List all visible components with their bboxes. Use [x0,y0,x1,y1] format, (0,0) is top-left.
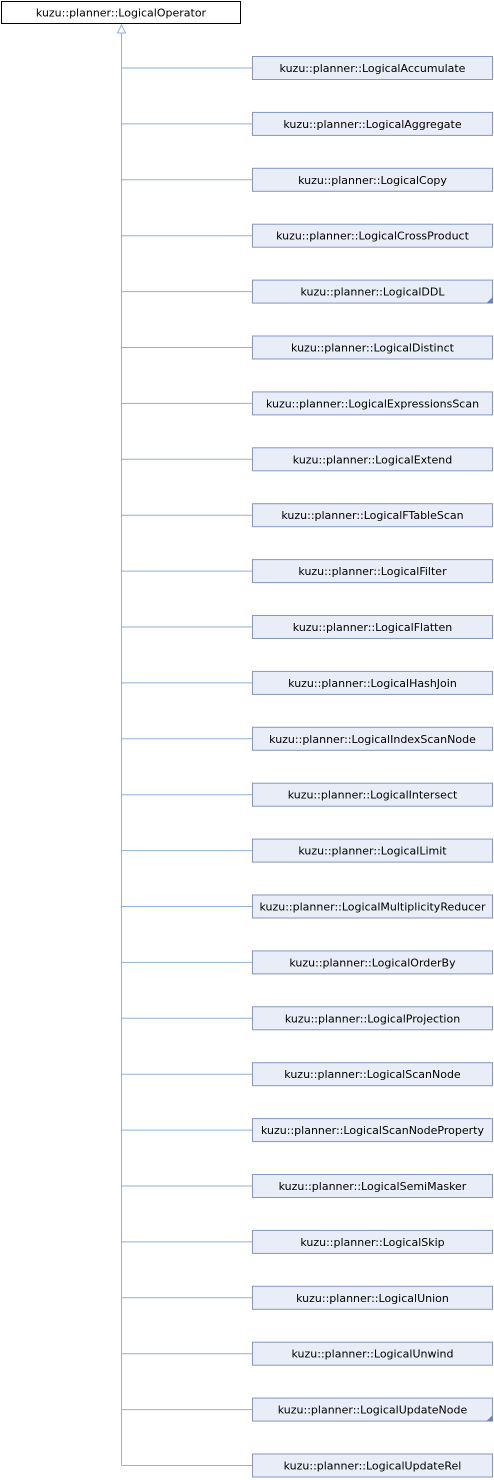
derived-class-label: kuzu::planner::LogicalUnwind [292,1348,454,1361]
derived-class-label: kuzu::planner::LogicalProjection [285,1012,460,1025]
derived-class-box [252,335,493,360]
derived-class-box [252,670,493,695]
derived-class-label: kuzu::planner::LogicalScanNodeProperty [261,1124,484,1137]
derived-class-label: kuzu::planner::LogicalMultiplicityReduce… [259,901,486,914]
derived-class-node[interactable]: kuzu::planner::LogicalHashJoin [252,670,493,695]
derived-class-node[interactable]: kuzu::planner::LogicalFilter [252,559,493,584]
derived-class-label: kuzu::planner::LogicalFTableScan [281,509,463,522]
truncated-hierarchy-marker-icon [486,297,493,304]
root-class-label: kuzu::planner::LogicalOperator [36,7,207,20]
derived-class-box [252,1118,493,1143]
derived-class-node[interactable]: kuzu::planner::LogicalMultiplicityReduce… [252,894,493,919]
derived-class-node[interactable]: kuzu::planner::LogicalCopy [252,167,493,192]
derived-class-box [252,894,493,919]
derived-class-label: kuzu::planner::LogicalLimit [298,845,447,858]
derived-class-box [252,279,493,304]
derived-class-node[interactable]: kuzu::planner::LogicalUnwind [252,1341,493,1366]
derived-class-label: kuzu::planner::LogicalOrderBy [289,956,456,969]
derived-class-node[interactable]: kuzu::planner::LogicalScanNode [252,1062,493,1087]
derived-class-label: kuzu::planner::LogicalExtend [293,453,452,466]
derived-class-label: kuzu::planner::LogicalUpdateNode [278,1404,468,1417]
derived-class-box [252,447,493,472]
derived-class-node[interactable]: kuzu::planner::LogicalScanNodeProperty [252,1118,493,1143]
derived-class-node[interactable]: kuzu::planner::LogicalFlatten [252,615,493,639]
derived-class-node[interactable]: kuzu::planner::LogicalDDL [252,279,493,304]
derived-class-label: kuzu::planner::LogicalAggregate [283,118,462,131]
inheritance-edges [116,23,253,1466]
derived-class-box [252,167,493,192]
derived-class-node[interactable]: kuzu::planner::LogicalFTableScan [252,503,493,528]
derived-class-node[interactable]: kuzu::planner::LogicalLimit [252,838,493,863]
root-class-node[interactable]: kuzu::planner::LogicalOperator [1,1,241,24]
derived-class-node[interactable]: kuzu::planner::LogicalExpressionsScan [252,391,493,416]
derived-class-node[interactable]: kuzu::planner::LogicalExtend [252,447,493,472]
derived-class-box [252,1229,493,1254]
derived-class-node[interactable]: kuzu::planner::LogicalIndexScanNode [252,726,493,751]
derived-class-label: kuzu::planner::LogicalUnion [296,1292,449,1305]
derived-class-box [252,1397,493,1422]
derived-class-box [252,1453,493,1478]
derived-class-node[interactable]: kuzu::planner::LogicalSkip [252,1229,493,1254]
derived-class-box [252,223,493,248]
derived-class-box [252,782,493,807]
inheritance-arrowhead-icon [116,23,127,34]
derived-class-label: kuzu::planner::LogicalScanNode [284,1068,461,1081]
derived-class-box [252,391,493,416]
derived-class-label: kuzu::planner::LogicalIntersect [288,789,458,802]
derived-class-label: kuzu::planner::LogicalExpressionsScan [266,397,479,410]
derived-class-label: kuzu::planner::LogicalFlatten [293,621,452,634]
derived-class-node[interactable]: kuzu::planner::LogicalUpdateNode [252,1397,493,1422]
derived-class-node[interactable]: kuzu::planner::LogicalIntersect [252,782,493,807]
derived-class-box [252,838,493,863]
derived-class-node[interactable]: kuzu::planner::LogicalUnion [252,1285,493,1310]
derived-class-box [252,1062,493,1087]
derived-class-box [252,1285,493,1310]
derived-class-node[interactable]: kuzu::planner::LogicalProjection [252,1006,493,1031]
derived-class-box [252,726,493,751]
derived-class-box [252,559,493,584]
derived-class-label: kuzu::planner::LogicalCopy [298,174,447,187]
derived-class-label: kuzu::planner::LogicalAccumulate [280,62,466,75]
truncated-hierarchy-marker-icon [486,1415,493,1422]
derived-class-node[interactable]: kuzu::planner::LogicalSemiMasker [252,1174,493,1198]
derived-class-label: kuzu::planner::LogicalIndexScanNode [269,733,476,746]
derived-class-box [252,615,493,639]
derived-class-node[interactable]: kuzu::planner::LogicalAccumulate [252,56,493,80]
derived-class-label: kuzu::planner::LogicalDistinct [291,342,455,355]
derived-class-box [252,1174,493,1198]
derived-class-node[interactable]: kuzu::planner::LogicalUpdateRel [252,1453,493,1478]
root-class-box [1,1,241,24]
derived-class-label: kuzu::planner::LogicalUpdateRel [284,1460,462,1473]
derived-class-nodes: kuzu::planner::LogicalAccumulatekuzu::pl… [252,56,493,1478]
derived-class-label: kuzu::planner::LogicalSkip [300,1236,444,1249]
derived-class-label: kuzu::planner::LogicalDDL [300,286,445,299]
derived-class-box [252,56,493,80]
derived-class-label: kuzu::planner::LogicalCrossProduct [276,230,470,243]
derived-class-node[interactable]: kuzu::planner::LogicalDistinct [252,335,493,360]
derived-class-box [252,950,493,975]
derived-class-label: kuzu::planner::LogicalFilter [298,565,447,578]
derived-class-box [252,1006,493,1031]
derived-class-node[interactable]: kuzu::planner::LogicalAggregate [252,111,493,136]
derived-class-node[interactable]: kuzu::planner::LogicalOrderBy [252,950,493,975]
derived-class-node[interactable]: kuzu::planner::LogicalCrossProduct [252,223,493,248]
derived-class-box [252,503,493,528]
derived-class-box [252,111,493,136]
derived-class-label: kuzu::planner::LogicalSemiMasker [279,1180,467,1193]
derived-class-label: kuzu::planner::LogicalHashJoin [288,677,457,690]
derived-class-box [252,1341,493,1366]
